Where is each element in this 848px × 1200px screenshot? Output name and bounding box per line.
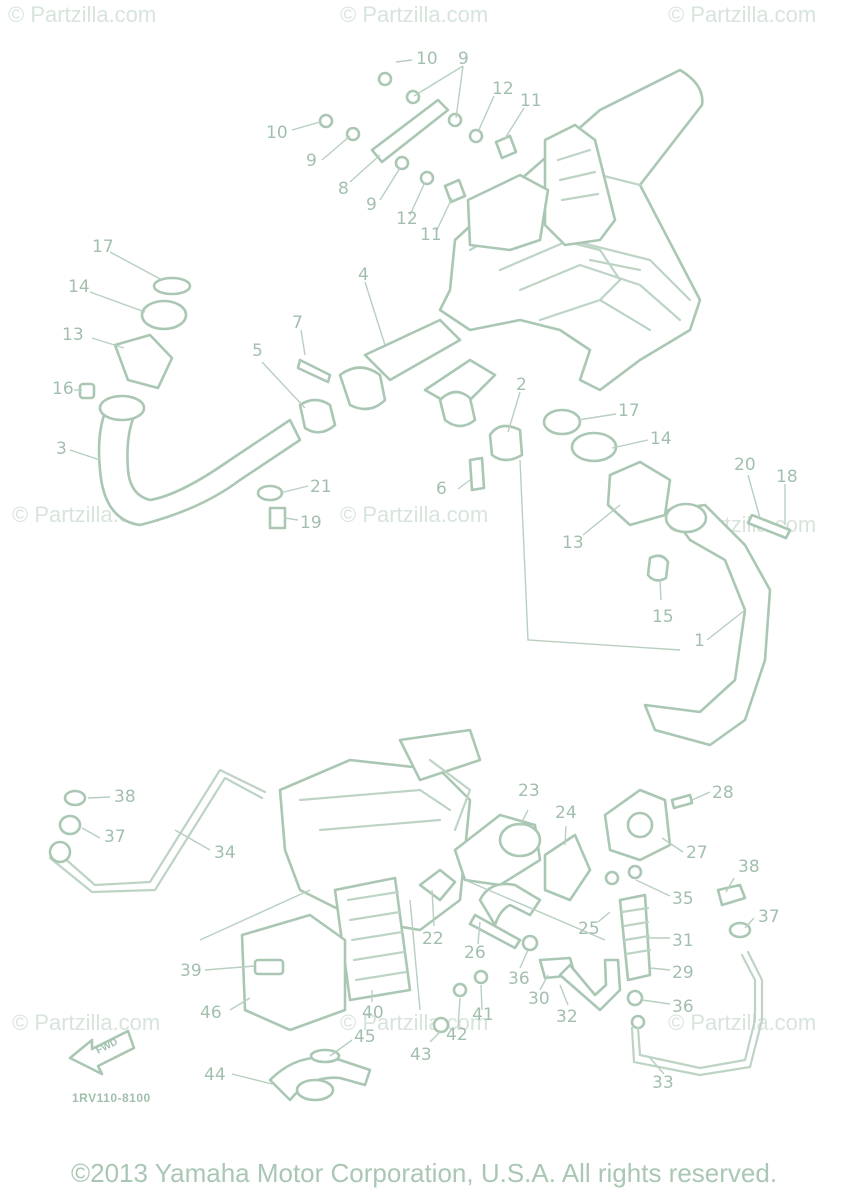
callout-36: 36 <box>672 997 694 1017</box>
callout-22: 22 <box>422 929 444 949</box>
diagram-code: 1RV110-8100 <box>72 1091 151 1105</box>
callout-42: 42 <box>446 1025 468 1045</box>
watermark: © Partzilla.com <box>340 1010 488 1035</box>
callout-35: 35 <box>672 889 694 909</box>
callout-9: 9 <box>306 151 317 171</box>
callout-12: 12 <box>492 79 514 99</box>
callout-10: 10 <box>416 49 438 69</box>
callout-41: 41 <box>472 1005 494 1025</box>
callout-19: 19 <box>300 513 322 533</box>
callout-2: 2 <box>516 375 527 395</box>
callout-27: 27 <box>686 843 708 863</box>
callout-1: 1 <box>694 631 705 651</box>
muffler-assembly <box>318 68 704 428</box>
callout-20: 20 <box>734 455 756 475</box>
callout-13: 13 <box>62 325 84 345</box>
callout-28: 28 <box>712 783 734 803</box>
callout-10: 10 <box>266 123 288 143</box>
callout-39: 39 <box>180 961 202 981</box>
callout-6: 6 <box>436 479 447 499</box>
callout-38: 38 <box>738 857 760 877</box>
watermark: © Partzilla.com <box>8 2 156 27</box>
callout-15: 15 <box>652 607 674 627</box>
intake-assembly <box>48 728 764 1102</box>
callout-24: 24 <box>555 803 577 823</box>
callout-layer: 10 9 12 11 10 9 8 9 12 11 17 14 13 16 3 … <box>52 49 798 1093</box>
callout-12: 12 <box>396 209 418 229</box>
callout-25: 25 <box>578 919 600 939</box>
callout-13: 13 <box>562 533 584 553</box>
callout-37: 37 <box>104 827 126 847</box>
callout-45: 45 <box>354 1027 376 1047</box>
watermark: © Partzilla.com <box>668 2 816 27</box>
right-exhaust-pipe <box>468 408 792 747</box>
callout-5: 5 <box>252 341 263 361</box>
callout-29: 29 <box>672 963 694 983</box>
callout-37: 37 <box>758 907 780 927</box>
callout-46: 46 <box>200 1003 222 1023</box>
callout-9: 9 <box>458 49 469 69</box>
callout-7: 7 <box>292 313 303 333</box>
callout-34: 34 <box>214 843 236 863</box>
watermark: © Partzilla.com <box>668 1010 816 1035</box>
callout-38: 38 <box>114 787 136 807</box>
callout-26: 26 <box>464 943 486 963</box>
callout-14: 14 <box>68 277 90 297</box>
callout-11: 11 <box>520 91 542 111</box>
callout-14: 14 <box>650 429 672 449</box>
callout-23: 23 <box>518 781 540 801</box>
callout-21: 21 <box>310 477 332 497</box>
callout-17: 17 <box>618 401 640 421</box>
callout-4: 4 <box>358 265 369 285</box>
watermark: © Partzilla.com <box>12 1010 160 1035</box>
callout-11: 11 <box>420 225 442 245</box>
callout-16: 16 <box>52 379 74 399</box>
callout-17: 17 <box>92 237 114 257</box>
callout-3: 3 <box>56 439 67 459</box>
callout-43: 43 <box>410 1045 432 1065</box>
callout-31: 31 <box>672 931 694 951</box>
callout-9: 9 <box>366 195 377 215</box>
watermark: © Partzilla.com <box>340 502 488 527</box>
left-exhaust-pipe <box>78 276 337 530</box>
watermark: © Partzilla.com <box>340 2 488 27</box>
callout-30: 30 <box>528 989 550 1009</box>
forward-arrow-icon: FWD <box>68 1029 136 1076</box>
callout-33: 33 <box>652 1073 674 1093</box>
copyright-notice: ©2013 Yamaha Motor Corporation, U.S.A. A… <box>70 1158 778 1188</box>
callout-18: 18 <box>776 467 798 487</box>
callout-44: 44 <box>204 1065 226 1085</box>
callout-36: 36 <box>508 969 530 989</box>
callout-8: 8 <box>338 179 349 199</box>
callout-32: 32 <box>556 1007 578 1027</box>
callout-40: 40 <box>362 1003 384 1023</box>
